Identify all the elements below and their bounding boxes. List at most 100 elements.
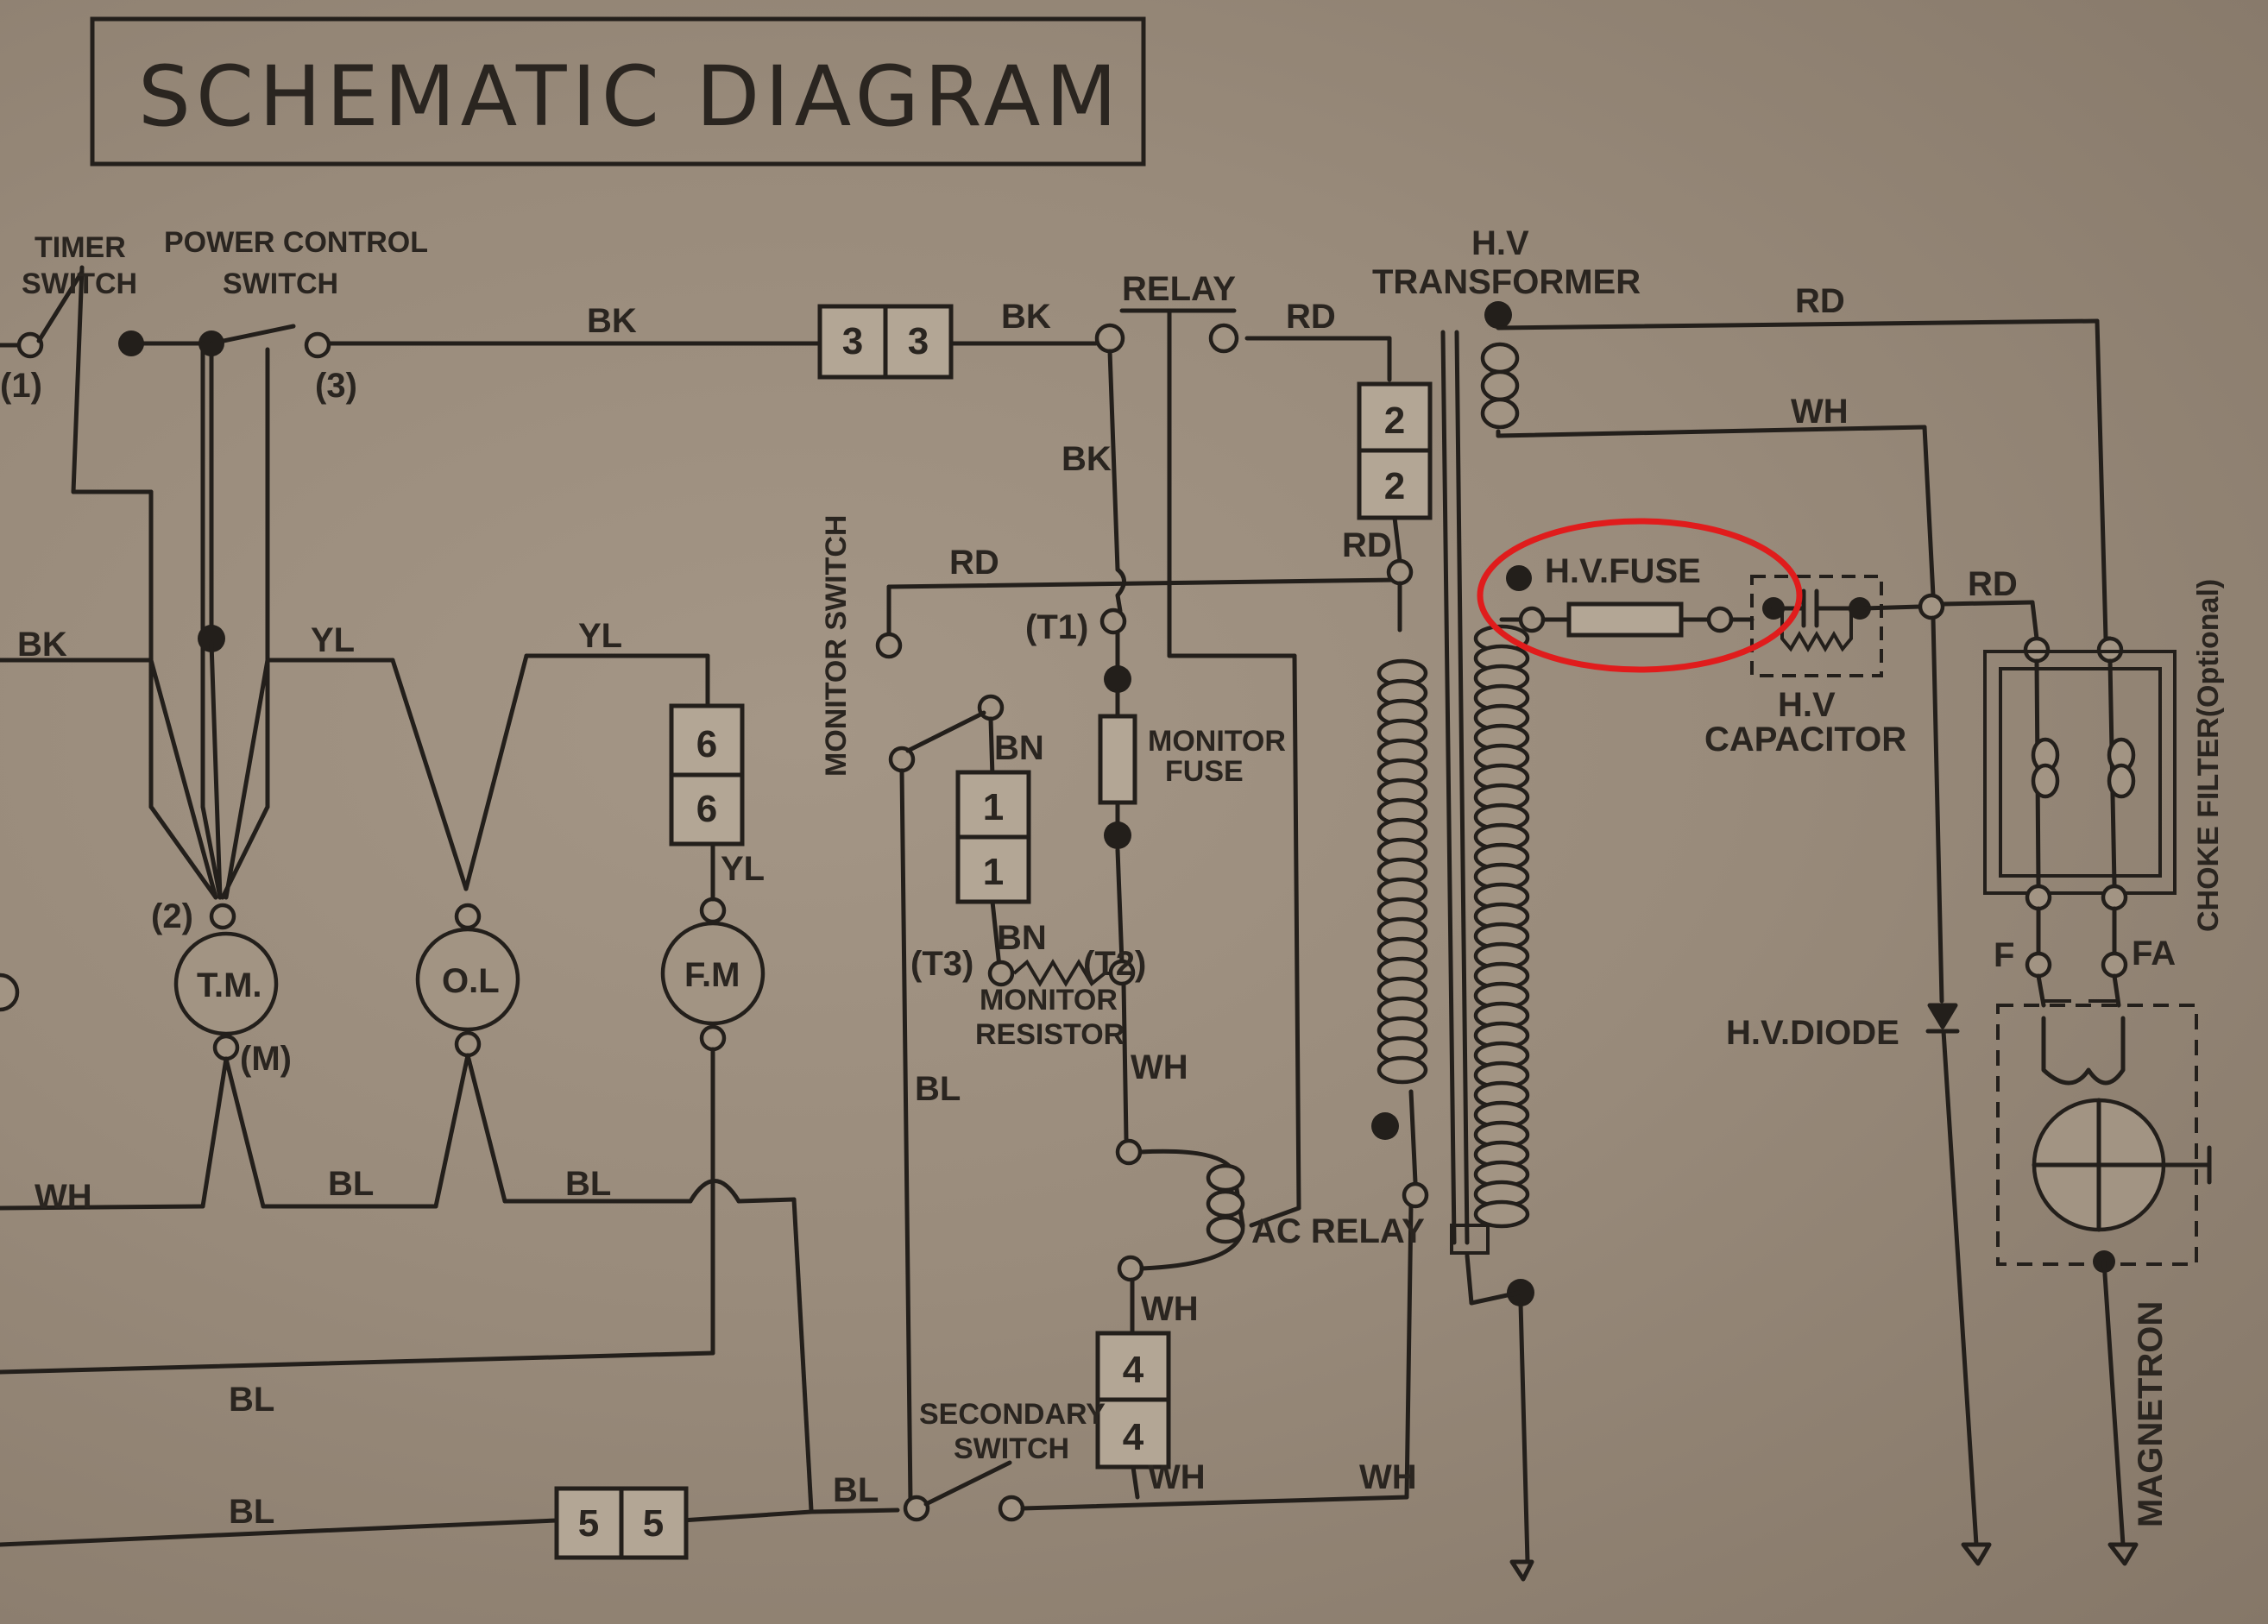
coil-turn — [1480, 397, 1520, 430]
switch-verticals — [71, 265, 270, 809]
svg-text:RD: RD — [1342, 526, 1392, 564]
svg-text:RD: RD — [1795, 282, 1845, 320]
power-switch-pin3 — [304, 331, 331, 359]
svg-text:H.V: H.V — [1778, 686, 1836, 724]
svg-text:H.V: H.V — [1471, 224, 1529, 262]
svg-text:6: 6 — [696, 788, 717, 830]
svg-text:YL: YL — [311, 621, 355, 659]
choke-filter — [1983, 600, 2177, 979]
ac-relay-coil — [1206, 1163, 1245, 1244]
svg-text:T.M.: T.M. — [197, 966, 262, 1004]
svg-text:BN: BN — [997, 919, 1047, 957]
svg-text:BK: BK — [17, 626, 67, 664]
hv-output-wiring — [1496, 318, 2108, 641]
svg-text:YL: YL — [578, 617, 622, 655]
svg-text:3: 3 — [842, 320, 863, 362]
svg-text:MONITOR: MONITOR — [1148, 725, 1286, 758]
svg-text:FA: FA — [2132, 935, 2176, 973]
relay-contact-left — [1094, 323, 1125, 354]
svg-text:WH: WH — [1131, 1048, 1188, 1086]
monitor-resistor — [987, 959, 1111, 987]
svg-text:F: F — [1994, 936, 2014, 974]
svg-text:WH: WH — [1791, 393, 1849, 431]
svg-text:2: 2 — [1384, 465, 1405, 507]
svg-text:H.V.DIODE: H.V.DIODE — [1726, 1014, 1899, 1052]
svg-text:(1): (1) — [0, 367, 42, 405]
diagram-title: SCHEMATIC DIAGRAM — [138, 48, 1122, 145]
svg-text:BL: BL — [833, 1471, 879, 1509]
connector-6: 6 6 — [669, 703, 745, 902]
svg-text:SWITCH: SWITCH — [954, 1432, 1069, 1465]
svg-text:H.V.FUSE: H.V.FUSE — [1545, 552, 1701, 590]
svg-text:F.M: F.M — [684, 956, 740, 994]
tm-fan-lines — [148, 640, 270, 900]
svg-text:4: 4 — [1123, 1416, 1144, 1458]
svg-text:CHOKE FILTER(Optional): CHOKE FILTER(Optional) — [2192, 579, 2225, 932]
svg-text:MONITOR: MONITOR — [980, 984, 1118, 1017]
terminal-t1 — [1099, 607, 1127, 635]
svg-text:(T2): (T2) — [1083, 945, 1146, 983]
svg-text:BK: BK — [1001, 298, 1051, 336]
svg-text:MONITOR SWITCH: MONITOR SWITCH — [820, 515, 853, 777]
monitor-switch-circuit — [875, 577, 1401, 1504]
svg-text:BL: BL — [328, 1165, 374, 1203]
title-frame — [90, 16, 1146, 167]
middle-line — [0, 625, 710, 891]
overload: O.L — [415, 903, 520, 1058]
svg-text:FUSE: FUSE — [1165, 755, 1244, 788]
coil-turn — [1473, 1199, 1530, 1229]
connector-5: 5 5 — [554, 1486, 689, 1560]
svg-text:1: 1 — [983, 786, 1004, 828]
hv-transformer — [1371, 301, 1534, 1582]
svg-text:(T3): (T3) — [910, 945, 973, 983]
svg-text:3: 3 — [908, 320, 929, 362]
svg-text:AC RELAY: AC RELAY — [1251, 1212, 1425, 1250]
svg-text:5: 5 — [578, 1502, 599, 1545]
relay-contact-right — [1208, 323, 1239, 354]
svg-text:BK: BK — [587, 302, 637, 340]
svg-text:POWER CONTROL: POWER CONTROL — [164, 226, 428, 259]
svg-text:2: 2 — [1384, 400, 1405, 442]
fan-motor: F.M — [660, 897, 765, 1052]
svg-text:O.L: O.L — [442, 962, 500, 1000]
svg-text:RD: RD — [949, 544, 999, 582]
svg-text:(2): (2) — [151, 897, 193, 935]
svg-text:BL: BL — [565, 1165, 611, 1203]
svg-text:(T1): (T1) — [1025, 608, 1088, 646]
svg-text:4: 4 — [1123, 1349, 1144, 1391]
svg-text:WH: WH — [1148, 1458, 1206, 1496]
svg-text:RELAY: RELAY — [1122, 270, 1236, 308]
coil-turn — [1480, 369, 1520, 402]
labels: TIMER SWITCH POWER CONTROL SWITCH (1) (3… — [0, 224, 2225, 1531]
svg-text:CAPACITOR: CAPACITOR — [1704, 721, 1906, 758]
svg-text:BK: BK — [1062, 440, 1112, 478]
svg-text:MAGNETRON: MAGNETRON — [2132, 1301, 2170, 1527]
svg-text:WH: WH — [1359, 1458, 1417, 1496]
connector-3: 3 3 — [817, 304, 954, 380]
monitor-fuse — [1098, 714, 1137, 805]
svg-text:SWITCH: SWITCH — [223, 268, 338, 300]
svg-text:BL: BL — [229, 1381, 274, 1419]
coil-turn — [1480, 342, 1520, 375]
svg-text:1: 1 — [983, 851, 1004, 893]
svg-text:(M): (M) — [240, 1040, 292, 1078]
svg-text:5: 5 — [643, 1502, 664, 1545]
connector-1: 1 1 — [955, 770, 1031, 969]
svg-text:RD: RD — [1286, 298, 1336, 336]
svg-text:BL: BL — [229, 1493, 274, 1531]
bottom-lines — [0, 1047, 900, 1547]
svg-text:RESISTOR: RESISTOR — [975, 1018, 1125, 1051]
svg-text:(3): (3) — [315, 367, 357, 405]
coil-turn — [1377, 1055, 1428, 1085]
svg-text:SECONDARY: SECONDARY — [919, 1398, 1106, 1431]
hv-fuse-highlight — [1477, 518, 1803, 673]
svg-text:YL: YL — [721, 850, 765, 888]
terminal-t3 — [987, 960, 1015, 987]
connector-4: 4 4 — [1095, 1331, 1171, 1500]
timer-switch-pin1 — [16, 331, 44, 359]
hv-fuse — [1499, 565, 1755, 638]
svg-text:WH: WH — [1141, 1290, 1199, 1328]
svg-text:RD: RD — [1968, 565, 2018, 603]
svg-text:BN: BN — [994, 729, 1044, 767]
